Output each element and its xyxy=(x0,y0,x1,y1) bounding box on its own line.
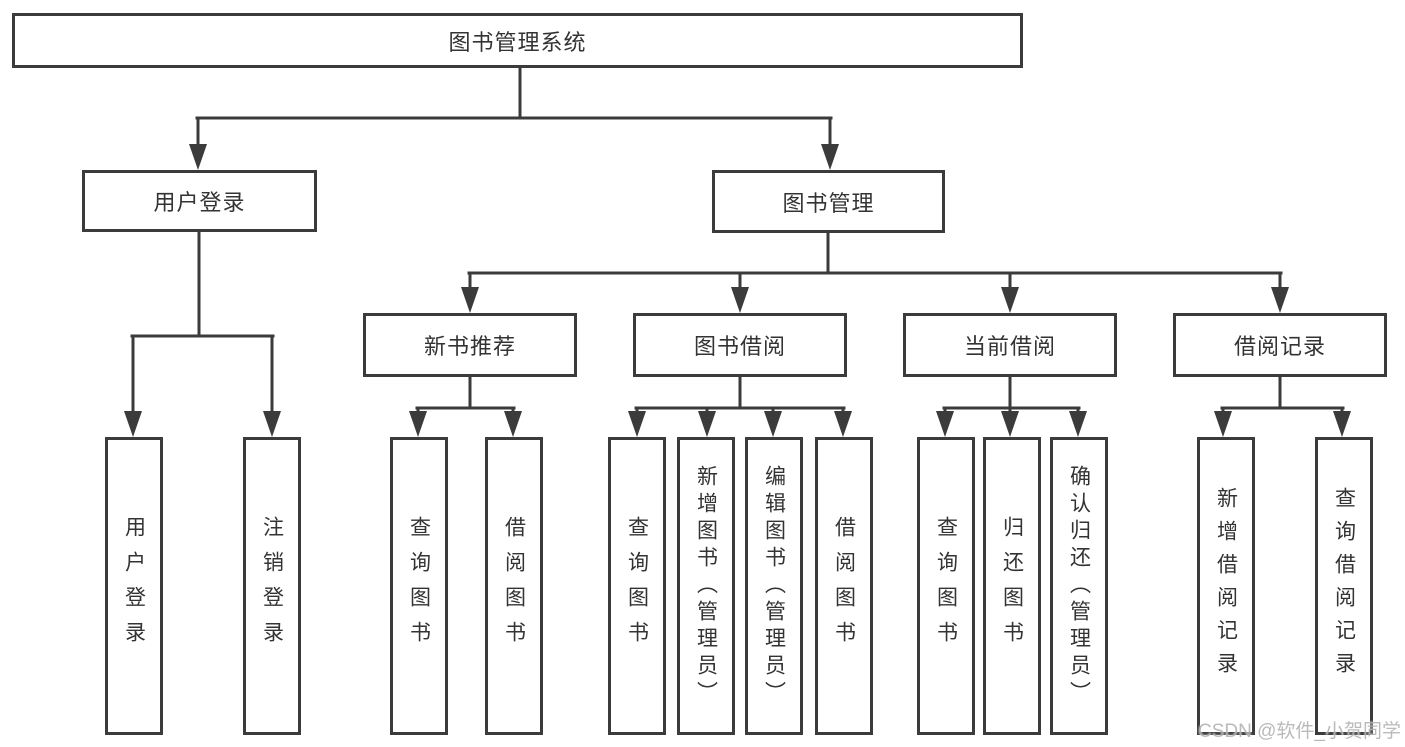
connector-root xyxy=(195,66,833,148)
arrowhead xyxy=(263,411,281,437)
arrowhead xyxy=(1001,411,1019,437)
arrowhead xyxy=(124,411,142,437)
leaf-query-book-current: 查询图书 xyxy=(917,437,975,735)
arrowhead xyxy=(1001,287,1019,313)
leaf-add-borrow-record: 新增借阅记录 xyxy=(1197,437,1255,735)
leaf-query-borrow-record: 查询借阅记录 xyxy=(1315,437,1373,735)
node-user-login: 用户登录 xyxy=(82,170,317,232)
arrowhead xyxy=(698,411,716,437)
node-book-management: 图书管理 xyxy=(712,170,945,233)
leaf-borrow-book: 借阅图书 xyxy=(815,437,873,735)
node-borrow-records: 借阅记录 xyxy=(1173,313,1387,377)
arrowhead xyxy=(1069,411,1087,437)
node-current-borrow: 当前借阅 xyxy=(903,313,1117,377)
arrowhead xyxy=(936,411,954,437)
arrowhead xyxy=(504,411,522,437)
leaf-logout: 注销登录 xyxy=(243,437,301,735)
arrowhead xyxy=(764,411,782,437)
connector-current xyxy=(942,375,1081,415)
leaf-borrow-book-recommend: 借阅图书 xyxy=(485,437,543,735)
arrowhead xyxy=(1214,411,1232,437)
arrowhead xyxy=(461,287,479,313)
arrowhead xyxy=(821,144,839,170)
csdn-watermark: CSDN @软件_小贺同学 xyxy=(1198,721,1401,742)
arrowhead xyxy=(189,144,207,170)
leaf-return-book: 归还图书 xyxy=(983,437,1041,735)
connector-login xyxy=(130,231,275,415)
leaf-query-book-borrow: 查询图书 xyxy=(608,437,666,735)
node-library-management-system: 图书管理系统 xyxy=(12,13,1023,68)
leaf-edit-book-admin: 编辑图书（管理员） xyxy=(745,437,803,735)
connector-mgmt xyxy=(467,231,1283,291)
arrowhead xyxy=(1333,411,1351,437)
leaf-user-login: 用户登录 xyxy=(105,437,163,735)
leaf-confirm-return-admin: 确认归还（管理员） xyxy=(1050,437,1108,735)
connector-records xyxy=(1220,375,1345,415)
node-book-borrow: 图书借阅 xyxy=(633,313,847,377)
leaf-add-book-admin: 新增图书（管理员） xyxy=(677,437,735,735)
arrowhead xyxy=(628,411,646,437)
connector-borrow xyxy=(634,375,846,415)
leaf-query-book-recommend: 查询图书 xyxy=(390,437,448,735)
arrowhead xyxy=(834,411,852,437)
connector-rec xyxy=(415,375,516,415)
arrowhead xyxy=(731,287,749,313)
node-new-book-recommend: 新书推荐 xyxy=(363,313,577,377)
arrowhead xyxy=(409,411,427,437)
arrowhead xyxy=(1271,287,1289,313)
